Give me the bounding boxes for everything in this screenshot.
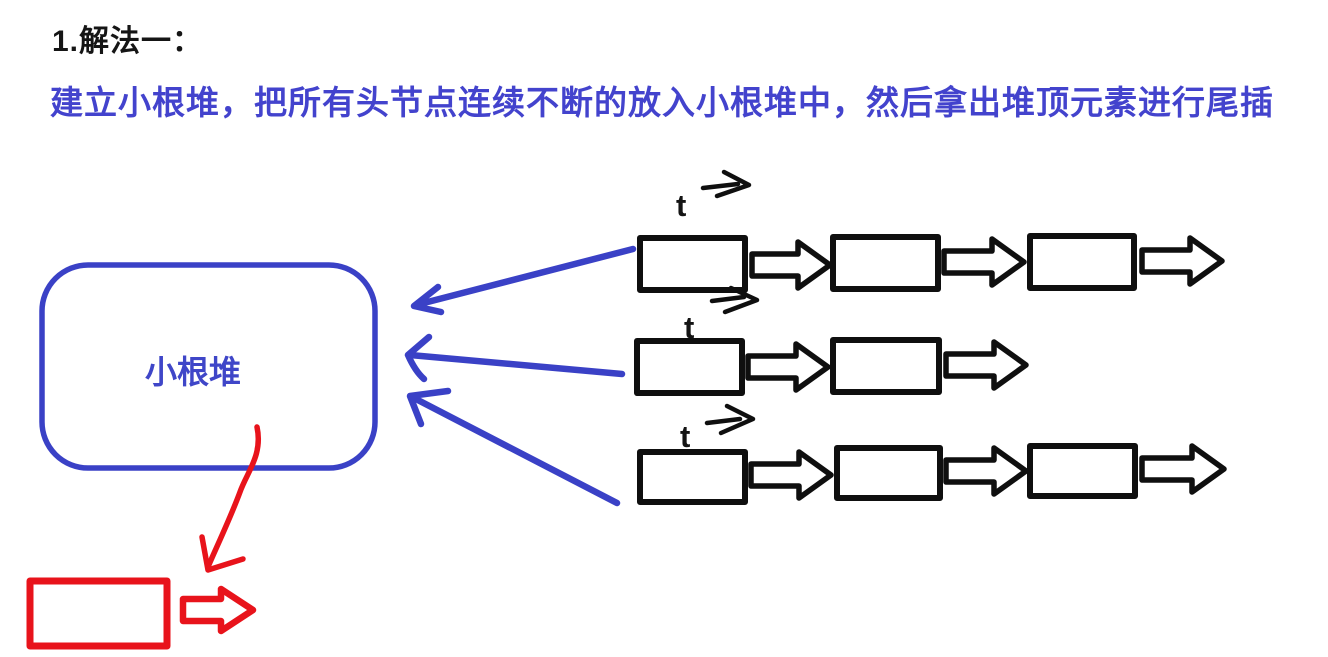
pointer-arrow-icon	[709, 285, 760, 315]
linked-list-row-1: t	[637, 169, 1225, 293]
node-box	[830, 234, 941, 292]
node-box	[834, 445, 943, 501]
node-box	[1027, 233, 1137, 291]
pointer-t-label: t	[680, 419, 690, 454]
pointer-t-label: t	[676, 188, 686, 223]
result-node-box	[26, 577, 171, 650]
pointer-t-label: t	[684, 310, 694, 345]
push-arrow-icon-3	[406, 387, 621, 507]
pointer-arrow-icon	[704, 403, 756, 436]
linked-list-row-2: t	[634, 285, 1029, 396]
linked-list-row-3: t	[637, 403, 1227, 505]
result-next-arrow-icon	[179, 585, 257, 635]
next-arrow-icon	[745, 341, 831, 393]
push-to-heap-arrows	[404, 245, 637, 507]
node-box	[637, 449, 748, 505]
node-box	[1027, 443, 1138, 499]
page-title: 1.解法一：	[52, 25, 204, 58]
node-box	[637, 235, 748, 293]
node-box	[634, 338, 745, 396]
next-arrow-icon	[1139, 443, 1227, 495]
min-heap-shape: 小根堆	[39, 262, 378, 471]
solution-description: 建立小根堆，把所有头节点连续不断的放入小根堆中，然后拿出堆顶元素进行尾插	[50, 84, 1274, 121]
push-arrow-icon-1	[410, 245, 637, 316]
min-heap-border	[39, 262, 378, 471]
next-arrow-icon	[1139, 235, 1225, 287]
next-arrow-icon	[941, 236, 1027, 288]
pointer-arrow-icon	[700, 169, 752, 199]
pop-and-tail-insert	[26, 424, 261, 650]
node-box	[830, 337, 942, 395]
min-heap-label: 小根堆	[145, 354, 241, 390]
next-arrow-icon	[943, 339, 1029, 391]
next-arrow-icon	[748, 449, 834, 501]
push-arrow-icon-2	[404, 333, 626, 383]
next-arrow-icon	[943, 445, 1029, 497]
pop-arrow-icon	[199, 424, 261, 573]
next-arrow-icon	[749, 239, 833, 291]
